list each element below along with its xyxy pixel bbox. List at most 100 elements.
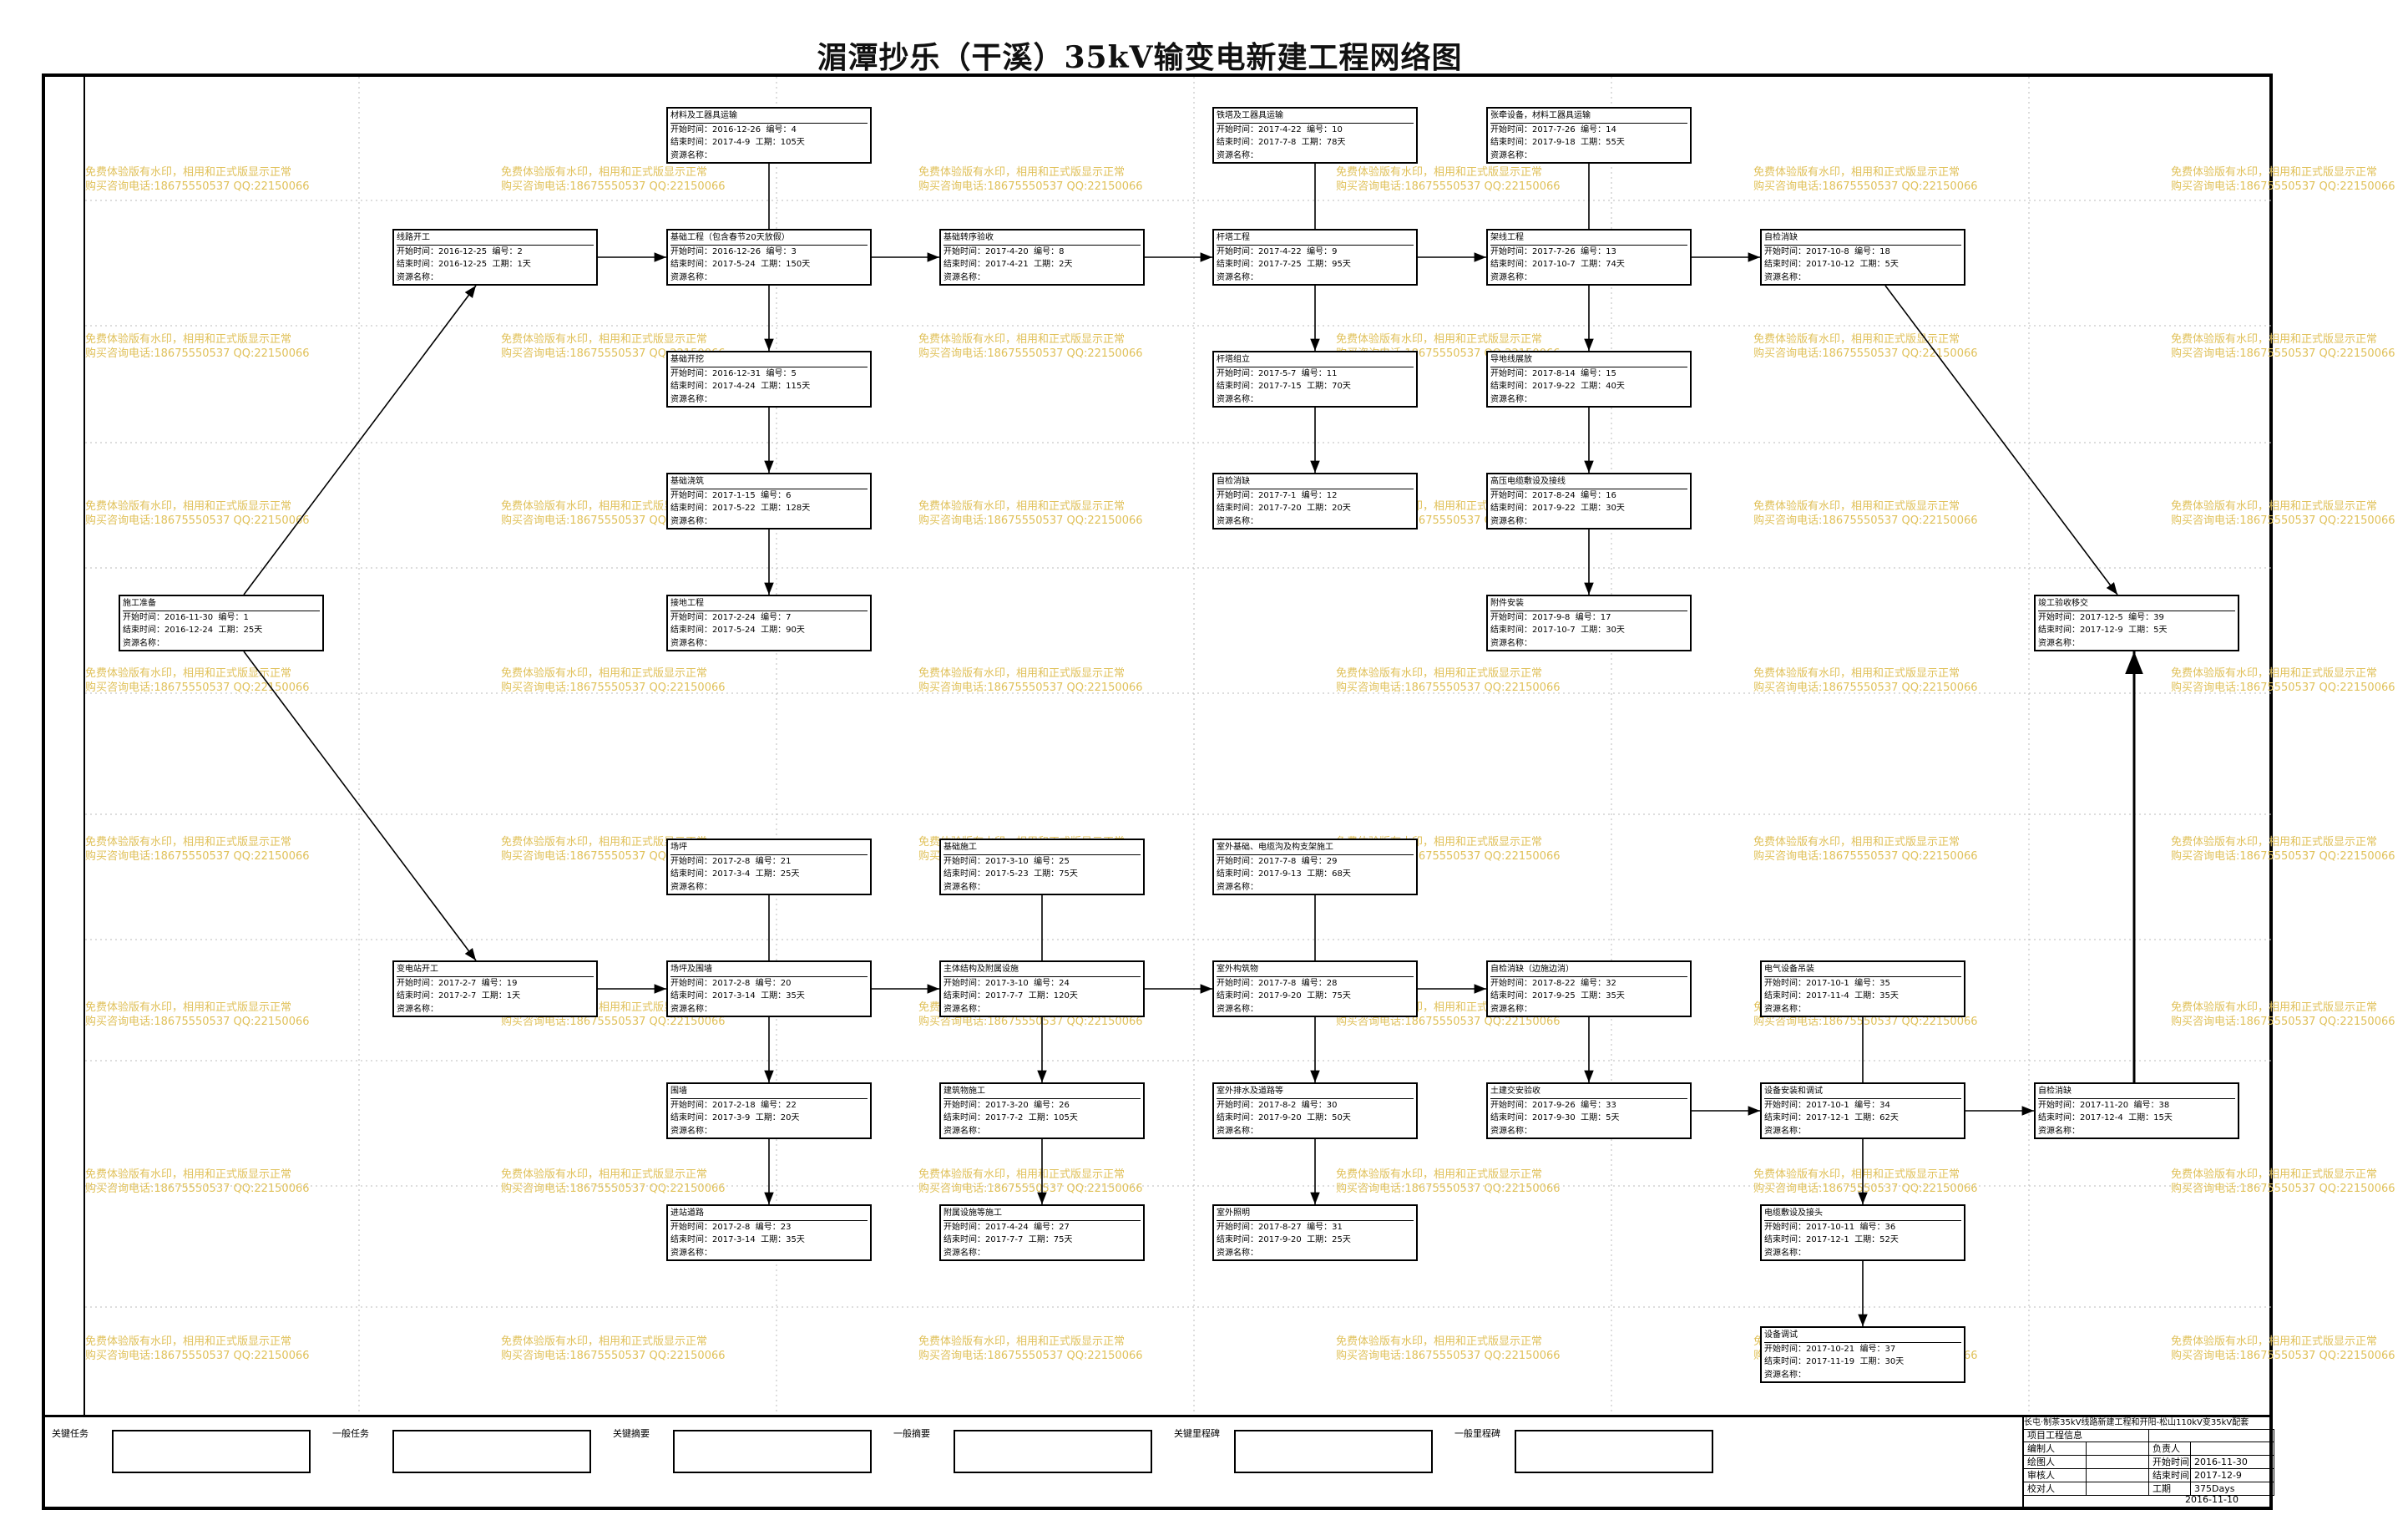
- task-name: 场坪: [670, 841, 868, 855]
- task-resource-row: 资源名称：: [1490, 1004, 1532, 1014]
- tb-dur-label: 工期: [2149, 1482, 2191, 1496]
- tb-drafter-val: [2087, 1456, 2149, 1469]
- legend-swatch: [954, 1430, 1152, 1473]
- watermark-text: 免费体验版有水印，相用和正式版显示正常购买咨询电话:18675550537 QQ…: [918, 1168, 1143, 1195]
- task-start-row: 开始时间：2017-9-26 编号：33: [1490, 1100, 1616, 1110]
- watermark-text: 免费体验版有水印，相用和正式版显示正常购买咨询电话:18675550537 QQ…: [85, 166, 310, 193]
- task-end-row: 结束时间：2017-3-4 工期：25天: [670, 869, 800, 879]
- task-start-row: 开始时间：2017-2-8 编号：21: [670, 856, 792, 866]
- task-end-row: 结束时间：2017-9-20 工期：50天: [1217, 1113, 1351, 1122]
- task-end-row: 结束时间：2017-5-22 工期：128天: [670, 504, 811, 513]
- watermark-text: 免费体验版有水印，相用和正式版显示正常购买咨询电话:18675550537 QQ…: [85, 667, 310, 694]
- task-start-row: 开始时间：2017-10-11 编号：36: [1764, 1222, 1896, 1232]
- task-end-row: 结束时间：2017-9-22 工期：30天: [1490, 504, 1625, 513]
- task-start-row: 开始时间：2017-8-22 编号：32: [1490, 978, 1616, 988]
- task-start-row: 开始时间：2016-12-26 编号：3: [670, 246, 797, 256]
- task-resource-row: 资源名称：: [1217, 1126, 1258, 1136]
- legend-swatch: [673, 1430, 872, 1473]
- task-name: 附件安装: [1490, 597, 1687, 611]
- title-block: 长屯·制茶35kV线路新建工程和开阳-松山110kV变35kV配套 项目工程信息…: [2022, 1417, 2274, 1507]
- task-node-21[interactable]: 场坪开始时间：2017-2-8 编号：21 结束时间：2017-3-4 工期：25…: [666, 839, 872, 895]
- task-end-row: 结束时间：2017-9-20 工期：75天: [1217, 991, 1351, 1001]
- task-end-row: 结束时间：2017-4-9 工期：105天: [670, 138, 805, 147]
- watermark-text: 免费体验版有水印，相用和正式版显示正常购买咨询电话:18675550537 QQ…: [1753, 333, 1978, 360]
- task-name: 材料及工器具运输: [670, 109, 868, 124]
- task-resource-row: 资源名称：: [943, 882, 985, 892]
- task-name: 自检消缺: [1764, 231, 1961, 246]
- watermark-text: 免费体验版有水印，相用和正式版显示正常购买咨询电话:18675550537 QQ…: [2171, 333, 2395, 360]
- task-start-row: 开始时间：2017-1-15 编号：6: [670, 490, 792, 500]
- task-start-row: 开始时间：2017-7-26 编号：14: [1490, 124, 1616, 134]
- task-start-row: 开始时间：2017-4-22 编号：9: [1217, 246, 1338, 256]
- tb-leader-val: [2191, 1442, 2274, 1456]
- task-name: 线路开工: [397, 231, 594, 246]
- watermark-text: 免费体验版有水印，相用和正式版显示正常购买咨询电话:18675550537 QQ…: [85, 836, 310, 863]
- task-name: 竣工验收移交: [2038, 597, 2235, 611]
- task-name: 建筑物施工: [943, 1085, 1141, 1099]
- task-end-row: 结束时间：2017-9-30 工期：5天: [1490, 1113, 1620, 1122]
- task-end-row: 结束时间：2017-2-7 工期：1天: [397, 991, 521, 1001]
- task-start-row: 开始时间：2017-10-1 编号：34: [1764, 1100, 1890, 1110]
- watermark-text: 免费体验版有水印，相用和正式版显示正常购买咨询电话:18675550537 QQ…: [1753, 500, 1978, 527]
- task-end-row: 结束时间：2017-5-23 工期：75天: [943, 869, 1078, 879]
- task-start-row: 开始时间：2017-10-21 编号：37: [1764, 1344, 1896, 1354]
- task-name: 变电站开工: [397, 963, 594, 977]
- watermark-text: 免费体验版有水印，相用和正式版显示正常购买咨询电话:18675550537 QQ…: [1753, 166, 1978, 193]
- task-end-row: 结束时间：2017-10-7 工期：30天: [1490, 626, 1625, 635]
- watermark-text: 免费体验版有水印，相用和正式版显示正常购买咨询电话:18675550537 QQ…: [918, 166, 1143, 193]
- legend-label: 关键任务: [52, 1428, 89, 1439]
- task-end-row: 结束时间：2017-9-13 工期：68天: [1217, 869, 1351, 879]
- task-end-row: 结束时间：2017-9-18 工期：55天: [1490, 138, 1625, 147]
- task-resource-row: 资源名称：: [670, 1126, 712, 1136]
- task-end-row: 结束时间：2017-4-24 工期：115天: [670, 382, 811, 391]
- task-resource-row: 资源名称：: [2038, 638, 2080, 648]
- task-resource-row: 资源名称：: [1217, 1004, 1258, 1014]
- arrow-1-19: [243, 651, 477, 961]
- task-resource-row: 资源名称：: [1764, 1004, 1806, 1014]
- watermark-text: 免费体验版有水印，相用和正式版显示正常购买咨询电话:18675550537 QQ…: [2171, 500, 2395, 527]
- tb-dur: 375Days: [2191, 1482, 2274, 1496]
- task-name: 杆塔组立: [1217, 353, 1414, 367]
- task-resource-row: 资源名称：: [1217, 272, 1258, 282]
- task-resource-row: 资源名称：: [1490, 150, 1532, 160]
- task-name: 室外排水及道路等: [1217, 1085, 1414, 1099]
